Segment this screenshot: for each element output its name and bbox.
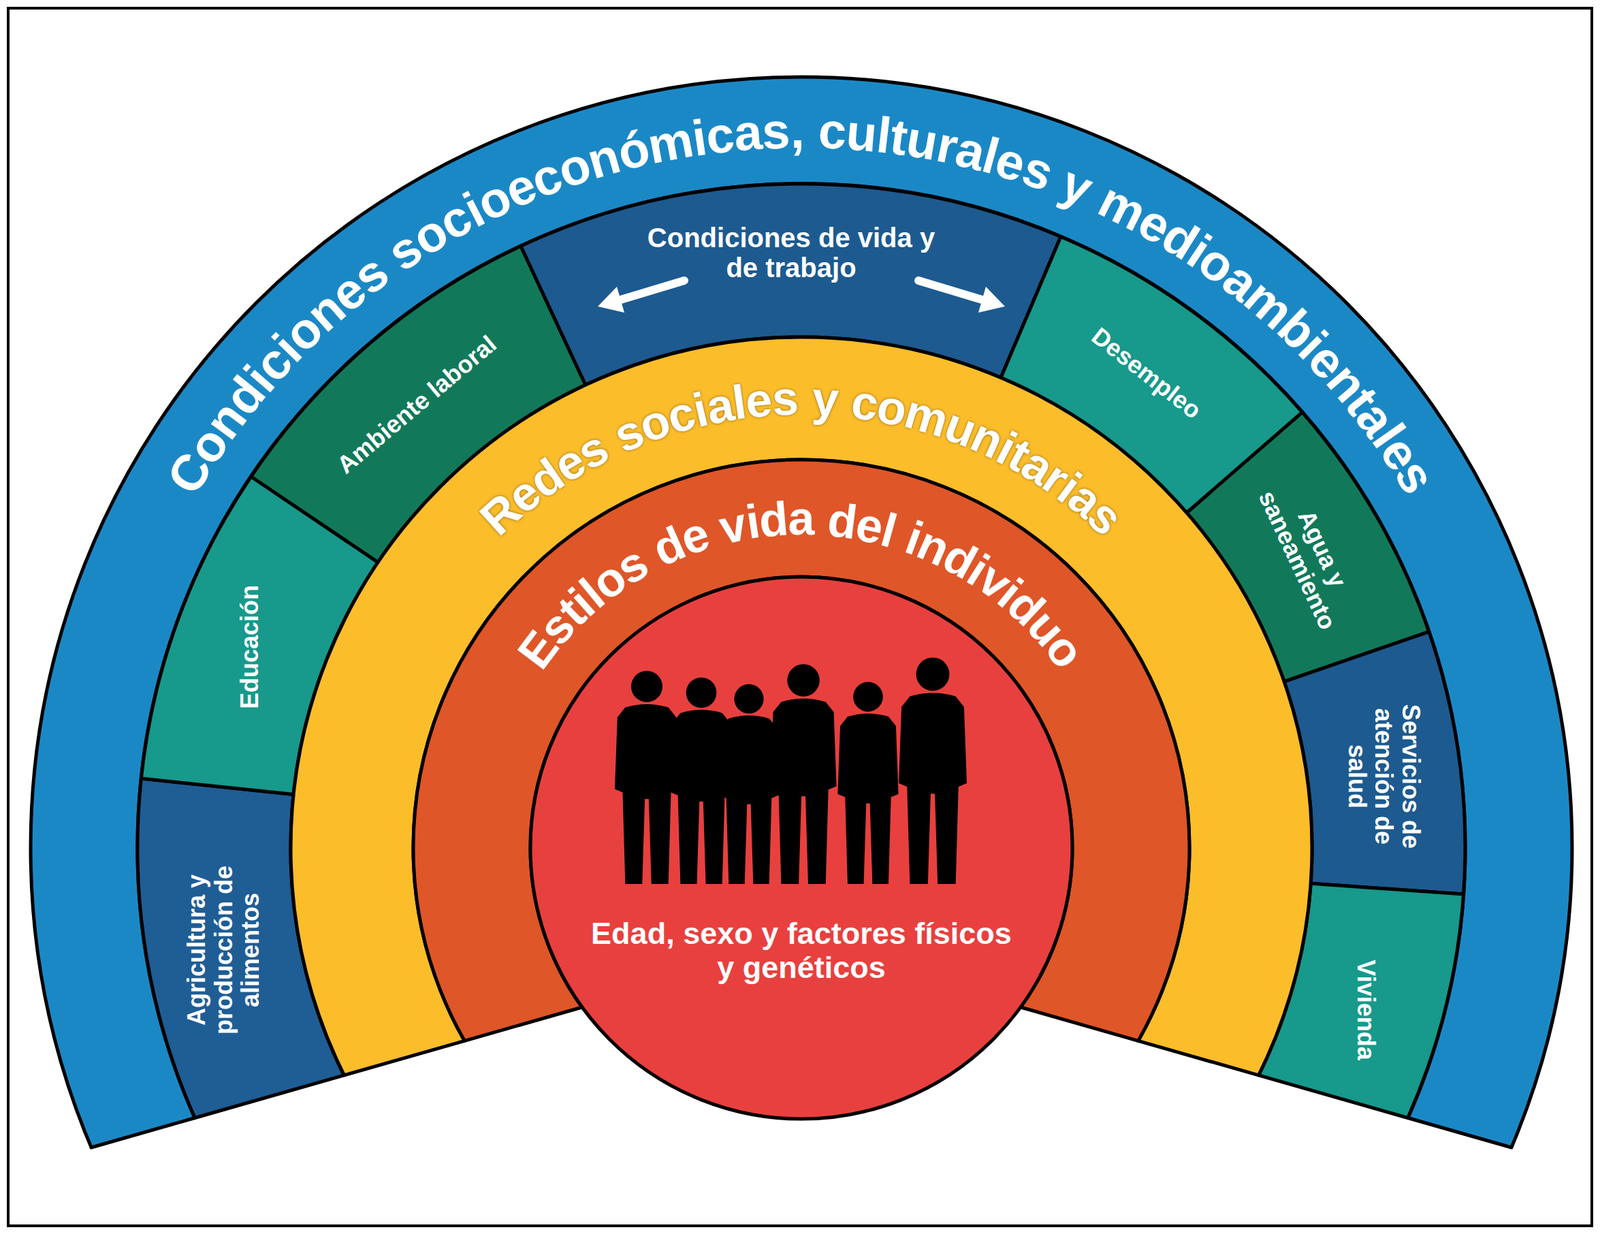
arc-letter: c xyxy=(703,108,737,163)
band-end xyxy=(91,1117,195,1148)
arc-letter xyxy=(798,374,813,423)
double-arrow xyxy=(597,280,1005,313)
band-label: Condiciones de vida y de trabajo xyxy=(631,222,952,283)
arc-label: Estilos de vida del individuo xyxy=(513,492,1091,676)
arc-letter: y xyxy=(810,374,841,424)
arc-letter: c xyxy=(817,105,847,158)
band-label: Agricultura y producción de alimentos xyxy=(183,847,265,1052)
band-end xyxy=(1138,1040,1259,1076)
arc-letter: y xyxy=(1053,157,1099,215)
arc-letter: u xyxy=(844,106,879,160)
arc-letter: m xyxy=(643,113,697,172)
center-circle: Edad, sexo y factores físicos y genético… xyxy=(527,573,1076,1122)
band-label: Educación xyxy=(236,551,264,743)
arc-letter: , xyxy=(789,105,805,156)
arc-letter: s xyxy=(761,105,792,157)
band-end xyxy=(194,1075,344,1118)
band-end xyxy=(1020,1006,1139,1041)
shape xyxy=(527,573,1076,1122)
arc-letter: a xyxy=(731,106,764,159)
arc-letter: a xyxy=(788,494,815,542)
band-label: Edad, sexo y factores físicos y genético… xyxy=(583,916,1020,984)
band-end xyxy=(464,1006,583,1041)
arc-letter: s xyxy=(771,374,800,423)
band-label: Servicios de atención de salud xyxy=(1343,687,1425,865)
band-label: Vivienda xyxy=(1352,921,1380,1099)
band-end xyxy=(1408,1117,1512,1148)
people-silhouettes xyxy=(614,657,967,884)
arc-letter: e xyxy=(743,375,775,425)
band-end xyxy=(343,1040,465,1076)
band-end xyxy=(1258,1075,1408,1118)
arc-letter: d xyxy=(757,494,790,544)
arc-letter xyxy=(803,105,819,156)
